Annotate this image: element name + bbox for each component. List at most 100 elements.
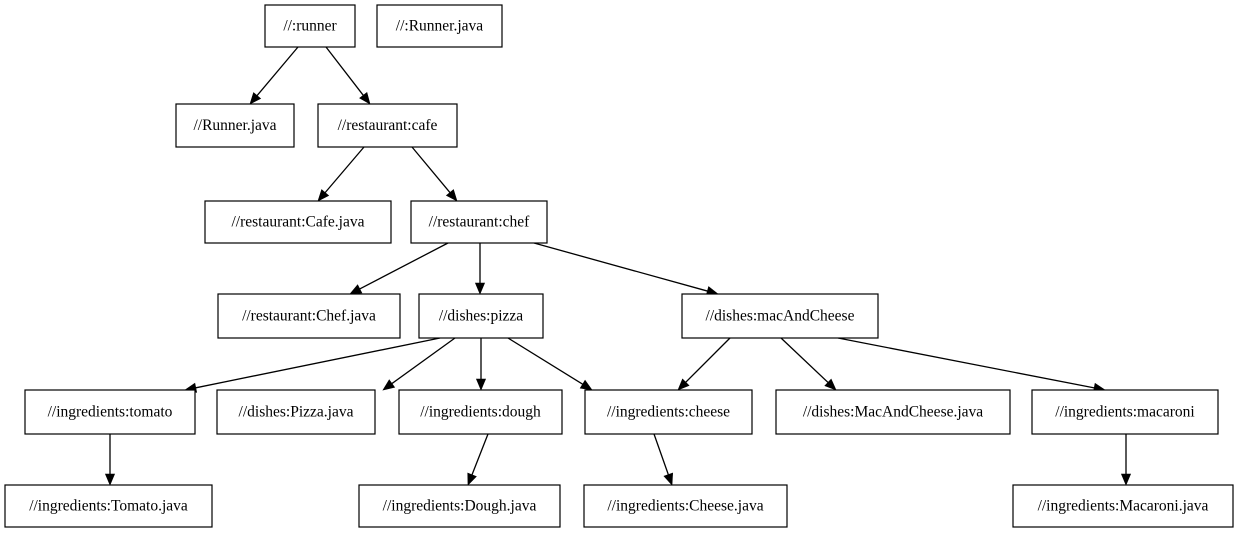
graph-edge (1120, 434, 1132, 486)
graph-edge (475, 338, 487, 391)
node-label: //restaurant:cafe (338, 117, 438, 134)
edge-arrowhead-icon (579, 379, 593, 391)
graph-edge (184, 337, 441, 393)
graph-edge (653, 433, 674, 486)
edge-line (391, 337, 456, 385)
edge-line (533, 242, 708, 292)
node-label: //ingredients:Tomato.java (29, 498, 188, 515)
node-box[interactable] (1031, 389, 1219, 435)
edge-line (507, 337, 583, 385)
edge-arrowhead-icon (445, 189, 458, 202)
graph-node[interactable]: //ingredients:macaroni (1031, 389, 1219, 435)
graph-node[interactable]: //dishes:MacAndCheese.java (775, 389, 1011, 435)
graph-node[interactable]: //ingredients:Dough.java (358, 484, 561, 528)
edge-arrowhead-icon (467, 472, 477, 486)
node-label: //ingredients:dough (420, 404, 541, 421)
node-box[interactable] (410, 200, 548, 244)
node-label: //ingredients:Dough.java (383, 498, 537, 515)
node-box[interactable] (681, 293, 879, 339)
edge-arrowhead-icon (475, 378, 487, 391)
node-box[interactable] (584, 389, 753, 435)
node-box[interactable] (775, 389, 1011, 435)
edge-arrowhead-icon (349, 284, 363, 295)
edge-line (685, 337, 731, 383)
graph-node[interactable]: //:Runner.java (376, 4, 503, 48)
node-box[interactable] (216, 389, 376, 435)
graph-edge (349, 242, 449, 295)
edge-line (837, 337, 1095, 389)
graph-node[interactable]: //ingredients:dough (398, 389, 563, 435)
node-box[interactable] (24, 389, 196, 435)
edge-line (325, 46, 364, 96)
nodes-layer: //:runner //:Runner.java //Runner.java //re… (4, 4, 1234, 528)
graph-node[interactable]: //restaurant:chef (410, 200, 548, 244)
edge-arrowhead-icon (249, 92, 262, 105)
node-box[interactable] (264, 4, 356, 48)
edge-arrowhead-icon (677, 378, 690, 391)
graph-edge (837, 337, 1106, 393)
node-box[interactable] (398, 389, 563, 435)
graph-edge (467, 433, 489, 486)
edge-arrowhead-icon (1120, 473, 1132, 486)
edge-arrowhead-icon (382, 379, 396, 391)
node-box[interactable] (175, 103, 295, 148)
graph-edge (411, 146, 458, 202)
node-box[interactable] (583, 484, 788, 528)
edge-line (411, 146, 451, 193)
graph-node[interactable]: //ingredients:Macaroni.java (1012, 484, 1234, 528)
graph-edge (780, 337, 837, 391)
edge-line (471, 433, 489, 475)
node-label: //:Runner.java (396, 18, 484, 35)
node-label: //restaurant:chef (429, 214, 531, 231)
edge-line (195, 337, 441, 389)
edge-line (324, 146, 365, 194)
node-box[interactable] (376, 4, 503, 48)
graph-node[interactable]: //dishes:Pizza.java (216, 389, 376, 435)
graph-node[interactable]: //ingredients:Tomato.java (4, 484, 213, 528)
graph-edge (325, 46, 371, 105)
edge-arrowhead-icon (663, 472, 674, 486)
graph-node[interactable]: //restaurant:cafe (317, 103, 458, 148)
node-label: //ingredients:macaroni (1055, 404, 1195, 421)
graph-edge (677, 337, 731, 391)
graph-edge (104, 434, 116, 486)
graph-node[interactable]: //dishes:macAndCheese (681, 293, 879, 339)
node-box[interactable] (4, 484, 213, 528)
node-label: //dishes:pizza (439, 308, 523, 325)
node-box[interactable] (217, 293, 401, 339)
edge-line (256, 46, 299, 97)
graph-node[interactable]: //:runner (264, 4, 356, 48)
edge-line (359, 242, 449, 290)
graph-edge (474, 243, 486, 295)
node-box[interactable] (418, 293, 544, 339)
edge-arrowhead-icon (474, 282, 486, 295)
node-label: //:runner (283, 18, 337, 35)
node-label: //ingredients:tomato (48, 404, 173, 421)
node-label: //ingredients:Macaroni.java (1038, 498, 1209, 515)
node-box[interactable] (317, 103, 458, 148)
edge-arrowhead-icon (317, 189, 330, 202)
graph-node[interactable]: //ingredients:tomato (24, 389, 196, 435)
graph-node[interactable]: //ingredients:Cheese.java (583, 484, 788, 528)
graph-node[interactable]: //Runner.java (175, 103, 295, 148)
edge-arrowhead-icon (824, 378, 837, 391)
node-box[interactable] (204, 200, 392, 244)
node-box[interactable] (358, 484, 561, 528)
graph-node[interactable]: //dishes:pizza (418, 293, 544, 339)
node-label: //dishes:Pizza.java (239, 404, 354, 421)
graph-edge (382, 337, 456, 391)
edge-line (780, 337, 829, 383)
graph-edge (533, 242, 719, 296)
node-label: //ingredients:Cheese.java (607, 498, 763, 515)
graph-edge (507, 337, 593, 391)
graph-edge (317, 146, 365, 202)
graph-edge (249, 46, 299, 105)
node-box[interactable] (1012, 484, 1234, 528)
node-label: //dishes:MacAndCheese.java (803, 404, 983, 421)
graph-node[interactable]: //ingredients:cheese (584, 389, 753, 435)
graph-node[interactable]: //restaurant:Chef.java (217, 293, 401, 339)
node-label: //restaurant:Cafe.java (232, 214, 365, 231)
graph-node[interactable]: //restaurant:Cafe.java (204, 200, 392, 244)
